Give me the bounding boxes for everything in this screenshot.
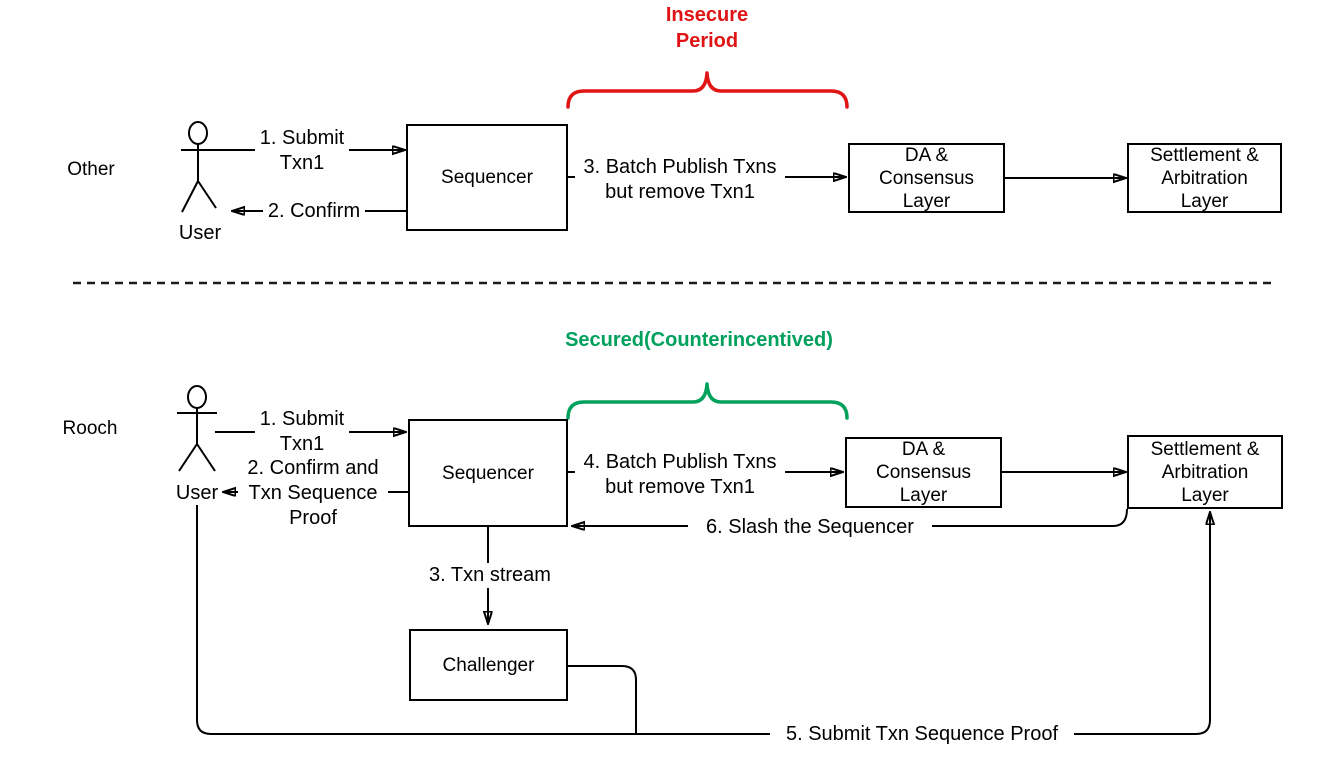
sequencer-box-rooch: Sequencer	[408, 419, 568, 527]
actor-figure-other	[181, 121, 217, 213]
da-consensus-box-other: DA & Consensus Layer	[848, 143, 1005, 213]
brace-secured	[566, 382, 849, 420]
edge-slash-sequencer-rooch	[573, 508, 1128, 526]
settlement-box-rooch: Settlement & Arbitration Layer	[1127, 435, 1283, 509]
edge-label-batch-publish-other: 3. Batch Publish Txns but remove Txn1	[575, 155, 785, 205]
actor-label-user-rooch: User	[175, 482, 219, 504]
section-label-rooch: Rooch	[62, 418, 118, 439]
actor-figure-rooch	[177, 385, 217, 472]
da-consensus-box-rooch: DA & Consensus Layer	[845, 437, 1002, 508]
settlement-box-other: Settlement & Arbitration Layer	[1127, 143, 1282, 213]
edge-label-submit-txn1-other: 1. Submit Txn1	[255, 126, 349, 176]
brace-insecure-period	[566, 71, 849, 109]
edge-label-txn-stream-rooch: 3. Txn stream	[420, 563, 560, 588]
section-label-other: Other	[67, 159, 115, 180]
edge-challenger-join-rooch	[568, 665, 637, 733]
challenger-box-rooch: Challenger	[409, 629, 568, 701]
edge-label-confirm-proof-rooch: 2. Confirm and Txn Sequence Proof	[238, 456, 388, 531]
edge-label-batch-publish-rooch: 4. Batch Publish Txns but remove Txn1	[575, 450, 785, 500]
sequencer-box-other: Sequencer	[406, 124, 568, 231]
edge-submit-sequence-proof-rooch	[196, 505, 1210, 735]
edge-label-submit-txn1-rooch: 1. Submit Txn1	[255, 407, 349, 457]
annotation-secured-counterincentived: Secured(Counterincentived)	[565, 329, 833, 351]
edge-label-submit-sequence-proof-rooch: 5. Submit Txn Sequence Proof	[770, 722, 1074, 747]
actor-label-user-other: User	[178, 222, 222, 244]
edge-label-slash-sequencer-rooch: 6. Slash the Sequencer	[688, 515, 932, 540]
annotation-insecure-period: Insecure Period	[665, 4, 749, 52]
edge-label-confirm-other: 2. Confirm	[263, 199, 365, 224]
